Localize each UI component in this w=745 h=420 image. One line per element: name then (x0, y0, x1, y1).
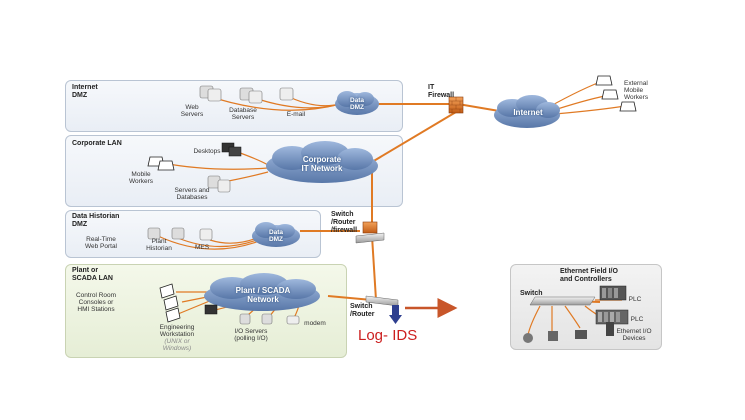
web-servers-icon (199, 85, 222, 102)
plant-historian-icon (171, 227, 185, 240)
historian-dmz-cloud-label: Data DMZ (268, 229, 284, 243)
desktops-icon (221, 142, 242, 157)
switch-router-firewall-icon (355, 221, 385, 244)
historian-dmz-cloud (252, 222, 300, 247)
mobile-workers-icon (147, 156, 175, 171)
plant-historian-label: Plant Historian (146, 238, 172, 252)
web-servers-label: Web Servers (180, 104, 204, 118)
mobile-workers-label: Mobile Workers (128, 171, 154, 185)
field-switch-label: Switch (520, 290, 543, 297)
servers-databases-label: Servers and Databases (174, 187, 210, 201)
internet-dmz-cloud-label: Data DMZ (349, 97, 365, 111)
corporate-it-cloud-label: Corporate IT Network (301, 155, 343, 173)
internet-dmz-cloud (335, 91, 379, 115)
switch-router-label: Switch /Router (350, 303, 375, 318)
plc-label-1: PLC (628, 296, 642, 303)
internet-cloud-label: Internet (513, 108, 543, 117)
plant-scada-lan-title: Plant or SCADA LAN (72, 267, 113, 282)
backbone-links (300, 103, 601, 303)
unix-windows-label: (UNIX or Windows) (162, 338, 192, 352)
web-portal-label: Real-Time Web Portal (84, 236, 118, 250)
web-portal-icon (147, 227, 161, 240)
corporate-it-cloud (266, 141, 378, 183)
ids-down-arrow (389, 305, 402, 324)
plant-scada-cloud (204, 273, 320, 311)
plc-rack-icon (595, 309, 629, 325)
link-firewall-corporate (371, 111, 457, 163)
corporate-lan-title: Corporate LAN (72, 140, 122, 147)
email-server-icon (279, 87, 294, 101)
field-switch-icon (529, 296, 596, 306)
ethernet-io-label: Ethernet I/O Devices (616, 328, 652, 342)
engineering-workstation-icon (204, 304, 218, 315)
external-mobile-workers-icon (595, 75, 637, 112)
mes-icon (199, 228, 213, 241)
plant-scada-cloud-label: Plant / SCADA Network (235, 286, 291, 304)
email-label: E-mail (286, 111, 306, 118)
hmi-stations-icon (159, 283, 181, 323)
field-io-title: Ethernet Field I/O and Controllers (560, 268, 618, 283)
it-firewall-icon (448, 96, 464, 114)
servers-databases-icon (207, 175, 231, 193)
switch-router-firewall-label: Switch /Router /firewall (331, 211, 358, 234)
ethernet-io-devices-icon (523, 322, 614, 343)
modem-label: modem (304, 320, 326, 327)
io-servers-label: I/O Servers (polling I/O) (234, 328, 268, 342)
mes-label: MES (194, 244, 210, 251)
link-switch-plant (371, 235, 377, 301)
log-ids-annotation: Log- IDS (358, 327, 418, 344)
it-firewall-label: IT Firewall (428, 84, 455, 99)
link-plant-switch (327, 295, 373, 301)
plc-label-2: PLC (630, 316, 644, 323)
external-mobile-label: External Mobile Workers (624, 80, 649, 101)
data-historian-dmz-title: Data Historian DMZ (72, 213, 120, 228)
control-room-label: Control Room Consoles or HMI Stations (75, 292, 117, 313)
io-servers-icon (239, 313, 273, 325)
database-servers-icon (239, 87, 263, 104)
internet-cloud (494, 95, 560, 128)
internet-dmz-title: Internet DMZ (72, 84, 98, 99)
database-servers-label: Database Servers (229, 107, 257, 121)
plc-icon (599, 285, 627, 301)
desktops-label: Desktops (193, 148, 221, 155)
modem-icon (286, 315, 300, 325)
engineering-workstation-label: Engineering Workstation (159, 324, 195, 338)
